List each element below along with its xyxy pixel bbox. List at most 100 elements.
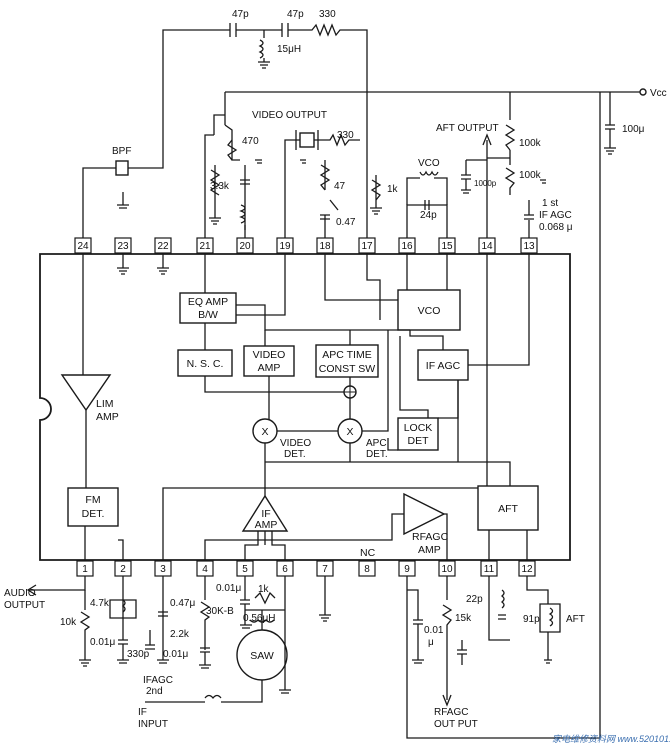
label-r10k: 10k: [60, 617, 77, 628]
label-l0-56: 0.56μH: [243, 613, 275, 624]
pin-8: 8: [364, 564, 370, 575]
label-c1000p: 1000p: [474, 179, 497, 188]
video-det-label-1: VIDEO: [280, 438, 311, 449]
label-c24p: 24p: [420, 210, 437, 221]
pin-20: 20: [239, 241, 251, 252]
vco-label: VCO: [418, 305, 441, 317]
label-c47p-a: 47p: [232, 9, 249, 20]
label-r330-top: 330: [319, 9, 336, 20]
fm-det-label-1: FM: [85, 494, 100, 506]
label-output: OUTPUT: [4, 600, 45, 611]
pin-4: 4: [202, 564, 208, 575]
lim-amp-triangle: [60, 374, 112, 412]
label-r47: 47: [334, 181, 346, 192]
label-if: IF: [138, 707, 147, 718]
aft-block: [477, 485, 539, 531]
label-c0-01u-2: 0.01μ: [90, 637, 115, 648]
lock-det-label-1: LOCK: [404, 422, 433, 434]
pin-19: 19: [279, 241, 291, 252]
pin-2: 2: [120, 564, 126, 575]
label-c100u: 100μ: [622, 124, 645, 135]
watermark: 家电维修资料网 www.520101.com: [552, 734, 670, 744]
nsc-block: [177, 349, 233, 377]
lim-amp-label-2: AMP: [96, 411, 119, 423]
video-amp-block: [243, 345, 295, 377]
label-video-output: VIDEO OUTPUT: [252, 110, 327, 121]
eq-amp-label-1: EQ AMP: [188, 296, 228, 308]
apc-time-label-1: APC TIME: [322, 349, 371, 361]
video-amp-label-1: VIDEO: [253, 349, 286, 361]
pin-9: 9: [404, 564, 410, 575]
if-amp-label-2: AMP: [255, 519, 278, 531]
label-l15uh: 15μH: [277, 44, 301, 55]
label-c330p: 330p: [127, 649, 150, 660]
label-c0-47u: 0.47μ: [170, 598, 195, 609]
label-r3-3k: 3.3k: [210, 181, 230, 192]
pin-16: 16: [401, 241, 413, 252]
pin-13: 13: [523, 241, 535, 252]
ic-outline: [39, 253, 571, 561]
pin-17: 17: [361, 241, 373, 252]
external-wiring-bottom: SAW: [26, 576, 561, 707]
pin-22: 22: [157, 241, 169, 252]
rfagc-amp-label-1: RFAGC: [412, 531, 449, 543]
label-aft-coil: AFT: [566, 614, 585, 625]
apc-time-label-2: CONST SW: [319, 363, 375, 375]
rfagc-amp-triangle: [403, 492, 446, 536]
label-r330-mid: 330: [337, 130, 354, 141]
pin-3: 3: [160, 564, 166, 575]
label-2nd: 2nd: [146, 686, 163, 697]
apc-det-x: X: [346, 426, 353, 438]
video-det-label-2: DET.: [284, 449, 306, 460]
label-c0-01u-5: 0.01μ: [216, 583, 241, 594]
video-amp-label-2: AMP: [258, 362, 281, 374]
label-ifagc: IFAGC: [143, 675, 173, 686]
apc-det-label-2: DET.: [366, 449, 388, 460]
apc-time-const-block: [315, 344, 379, 378]
pin-24: 24: [77, 241, 89, 252]
label-r15k: 15k: [455, 613, 472, 624]
pin-7: 7: [322, 564, 328, 575]
if-agc-label: IF AGC: [426, 360, 461, 372]
if-amp-label-1: IF: [261, 508, 270, 520]
label-c0-068: 0.068 μ: [539, 222, 573, 233]
label-c22p: 22p: [466, 594, 483, 605]
bottom-pins: 1 2 3 4 5 6 7 8 9 10 11 12: [76, 560, 536, 577]
pin-5: 5: [242, 564, 248, 575]
pin-1: 1: [82, 564, 88, 575]
fm-det-block: [67, 487, 119, 527]
pin-15: 15: [441, 241, 453, 252]
vco-block: [397, 289, 461, 331]
label-r100k-a: 100k: [519, 138, 542, 149]
label-c0-47: 0.47: [336, 217, 356, 228]
label-r4-7k: 4.7k: [90, 598, 110, 609]
apc-det-label-1: APC: [366, 438, 387, 449]
label-input: INPUT: [138, 719, 168, 730]
label-c0-01u-3: 0.01μ: [163, 649, 188, 660]
label-r1k-b: 1k: [258, 584, 270, 595]
pin-23: 23: [117, 241, 129, 252]
label-rfagc: RFAGC: [434, 707, 468, 718]
lock-det-label-2: DET: [408, 435, 430, 447]
pin-21: 21: [199, 241, 211, 252]
label-r2-2k: 2.2k: [170, 629, 190, 640]
label-r470: 470: [242, 136, 259, 147]
pin-14: 14: [481, 241, 493, 252]
label-out-put: OUT PUT: [434, 719, 478, 730]
top-pins: 24 23 22 21 20 19 18 17 16 15 14 13: [74, 237, 538, 254]
internal-wiring: [82, 253, 530, 561]
label-aft-output: AFT OUTPUT: [436, 123, 499, 134]
summing-cross: [344, 386, 356, 398]
pin-12: 12: [521, 564, 533, 575]
label-audio: AUDIO: [4, 588, 36, 599]
label-if-agc-1st: IF AGC: [539, 210, 572, 221]
aft-label: AFT: [498, 503, 518, 515]
label-c0-01: 0.01: [424, 625, 444, 636]
nsc-label: N. S. C.: [187, 358, 224, 370]
saw-label: SAW: [250, 650, 274, 662]
label-c0-01-mu: μ: [428, 637, 434, 648]
lim-amp-label-1: LIM: [96, 398, 114, 410]
label-r30k-b: 30K-B: [206, 606, 234, 617]
label-r100k-b: 100k: [519, 170, 542, 181]
